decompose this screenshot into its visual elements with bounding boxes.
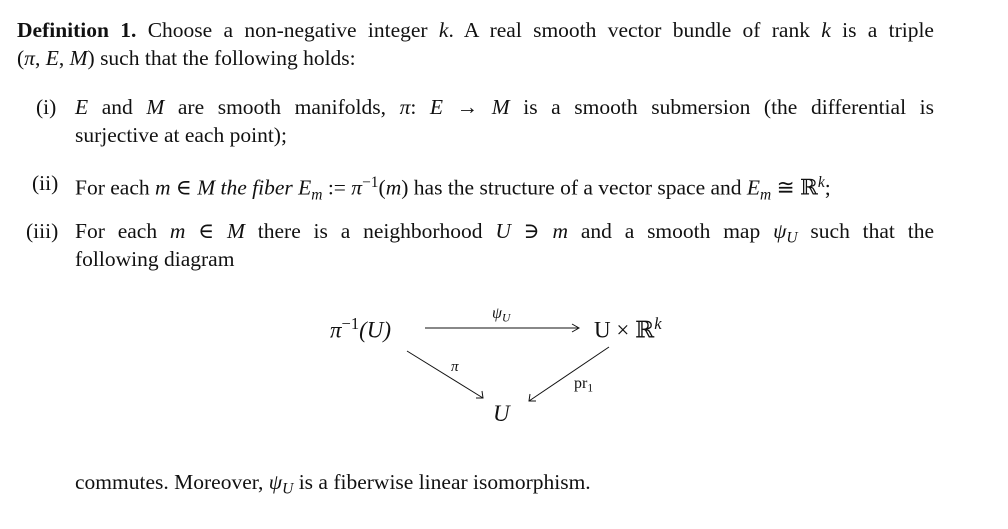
- text-segment: ∋: [510, 219, 553, 243]
- text-segment: surjective at each point);: [75, 123, 287, 147]
- text-segment: and: [88, 95, 147, 119]
- text-segment: :=: [322, 175, 352, 200]
- definition-line-1: Definition 1. Choose a non-negative inte…: [17, 16, 934, 44]
- diagram-source: π−1(U): [330, 314, 392, 343]
- math-segment: U: [786, 229, 798, 247]
- text-segment: such that the: [797, 219, 934, 243]
- text-segment: such that the following holds:: [94, 46, 356, 70]
- right-arrow-head: [528, 393, 536, 402]
- definition-heading: Definition 1.: [17, 18, 137, 42]
- text-segment: ;: [824, 175, 831, 200]
- math-segment: U: [282, 480, 294, 498]
- text-segment: ,: [58, 46, 70, 70]
- math-segment: E: [298, 175, 312, 200]
- item-iii-line-1: For each m ∈ M there is a neighborhood U…: [75, 217, 934, 253]
- math-segment: π: [351, 175, 363, 200]
- math-segment: k: [438, 18, 449, 42]
- math-segment: π: [399, 95, 411, 119]
- math-segment: U: [495, 219, 511, 243]
- item-i-line-2: surjective at each point);: [75, 121, 287, 149]
- left-arrow-label: π: [451, 359, 459, 375]
- math-segment: M: [146, 95, 165, 119]
- text-segment: following diagram: [75, 247, 235, 271]
- text-segment: has the structure of a vector space and: [408, 175, 747, 200]
- math-segment: π: [24, 46, 35, 70]
- text-segment: (: [17, 46, 25, 70]
- text-segment: commutes. Moreover,: [75, 470, 269, 494]
- math-segment: m: [552, 219, 568, 243]
- math-segment: −1: [362, 174, 379, 191]
- math-segment: M: [69, 46, 88, 70]
- item-i-line-1: E and M are smooth manifolds, π: E → M i…: [75, 93, 934, 121]
- right-arrow-line: [528, 346, 610, 402]
- text-segment: For each: [75, 175, 155, 200]
- text-segment: ∈: [170, 175, 198, 200]
- math-segment: k: [817, 174, 825, 191]
- math-segment: E: [75, 95, 89, 119]
- math-segment: m: [385, 175, 402, 200]
- text-segment: (: [378, 175, 386, 200]
- left-arrow-head: [476, 390, 484, 399]
- math-segment: ψ: [773, 219, 787, 243]
- diagram-target: U × ℝk: [594, 314, 662, 343]
- right-arrow-label: pr1: [574, 375, 594, 395]
- text-segment: :: [410, 95, 430, 119]
- item-ii-line: For each m ∈ M the fiber Em := π−1(m) ha…: [75, 169, 831, 209]
- math-segment: M: [197, 175, 216, 200]
- text-segment: Choose a non-negative integer: [136, 18, 439, 42]
- item-label-iii: (iii): [26, 219, 59, 243]
- text-segment: is a triple: [830, 18, 934, 42]
- item-label-i: (i): [36, 95, 57, 119]
- definition-line-2: (π, E, M) such that the following holds:: [17, 44, 356, 72]
- text-segment: is a smooth submersion (the differential…: [509, 95, 934, 119]
- text-segment: are smooth manifolds,: [164, 95, 400, 119]
- math-segment: E: [746, 175, 761, 200]
- math-segment: m: [169, 219, 186, 243]
- text-segment: ,: [34, 46, 46, 70]
- text-segment: ∈: [185, 219, 228, 243]
- text-segment: For each: [75, 219, 170, 243]
- math-segment: m: [311, 186, 323, 204]
- math-segment: m: [760, 186, 772, 204]
- text-segment: →: [443, 95, 492, 119]
- closing-line: commutes. Moreover, ψU is a fiberwise li…: [75, 468, 591, 504]
- item-iii-line-2: following diagram: [75, 245, 234, 273]
- math-segment: k: [821, 18, 831, 42]
- text-segment: there is a neighborhood: [244, 219, 496, 243]
- text-segment: ): [87, 46, 95, 70]
- math-segment: E: [45, 46, 59, 70]
- text-segment: and a smooth map: [568, 219, 774, 243]
- math-segment: m: [155, 175, 171, 200]
- text-segment: . A real smooth vector bundle of rank: [448, 18, 822, 42]
- math-segment: the fiber: [215, 175, 299, 200]
- math-segment: E: [429, 95, 444, 119]
- math-segment: M: [491, 95, 510, 119]
- top-arrow-head: [571, 323, 581, 333]
- math-segment: ψ: [268, 470, 283, 494]
- top-arrow-label: ψU: [492, 305, 511, 325]
- math-segment: M: [227, 219, 245, 243]
- left-arrow-line: [406, 350, 484, 399]
- text-segment: ): [401, 175, 409, 200]
- text-segment: is a fiberwise linear isomorphism.: [293, 470, 591, 494]
- item-label-ii: (ii): [32, 171, 59, 195]
- text-segment: ≅ ℝ: [771, 175, 818, 200]
- diagram-base: U: [493, 401, 510, 426]
